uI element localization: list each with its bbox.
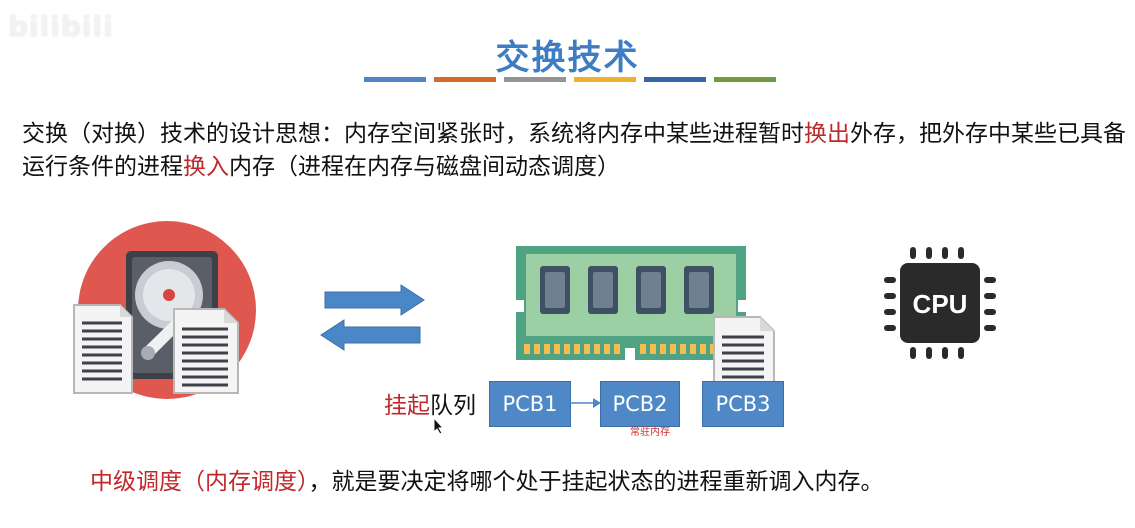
bilibili-watermark: bilibili: [8, 10, 114, 43]
pcb-block-2: PCB2: [600, 381, 680, 427]
title-bar-5: [644, 77, 706, 82]
title-bar-3: [504, 77, 566, 82]
process-document-icon: [713, 316, 775, 398]
title-underline-bars: [364, 77, 776, 82]
queue-link-arrow-icon: [569, 398, 601, 408]
slide-title: 交换技术: [495, 38, 640, 78]
hard-disk-icon: [73, 221, 256, 399]
pcb-block-1: PCB1: [489, 381, 571, 427]
pcb-block-3: PCB3: [702, 381, 784, 427]
hard-disk-illustration: [72, 215, 262, 405]
cpu-label: CPU: [913, 289, 968, 319]
ram-icon: [516, 246, 746, 362]
resident-memory-note: 常驻内存: [630, 427, 670, 438]
title-bar-4: [574, 77, 636, 82]
title-bar-6: [714, 77, 776, 82]
swap-out-highlight: 换出: [804, 121, 850, 147]
paragraph-text-2: 外存，把外存中某些已具备运行条件的进程: [22, 121, 1126, 180]
cpu-illustration: CPU: [880, 243, 1000, 363]
title-bar-1: [364, 77, 426, 82]
mid-term-scheduling-definition: ，就是要决定将哪个处于挂起状态的进程重新调入内存。: [308, 469, 884, 495]
title-bar-2: [434, 77, 496, 82]
design-idea-paragraph: 交换（对换）技术的设计思想：内存空间紧张时，系统将内存中某些进程暂时换出外存，把…: [22, 118, 1127, 184]
mouse-cursor-icon: [433, 417, 445, 435]
swap-in-highlight: 换入: [183, 154, 229, 180]
swap-in-arrow-right-icon: [324, 284, 425, 316]
swap-out-arrow-left-icon: [320, 319, 421, 351]
memory-module-illustration: [512, 240, 750, 366]
queue-label-text: 队列: [430, 393, 476, 419]
mid-term-scheduling-term: 中级调度（内存调度）: [90, 469, 309, 495]
mid-term-scheduling-text: 中级调度（内存调度），就是要决定将哪个处于挂起状态的进程重新调入内存。: [90, 462, 884, 496]
paragraph-text-3: 内存（进程在内存与磁盘间动态调度）: [229, 154, 620, 180]
suspend-queue-label: 挂起队列: [384, 386, 476, 420]
cpu-chip-icon: CPU: [884, 247, 996, 359]
suspend-label-red: 挂起: [384, 393, 430, 419]
paragraph-text-1: 交换（对换）技术的设计思想：内存空间紧张时，系统将内存中某些进程暂时: [22, 121, 804, 147]
